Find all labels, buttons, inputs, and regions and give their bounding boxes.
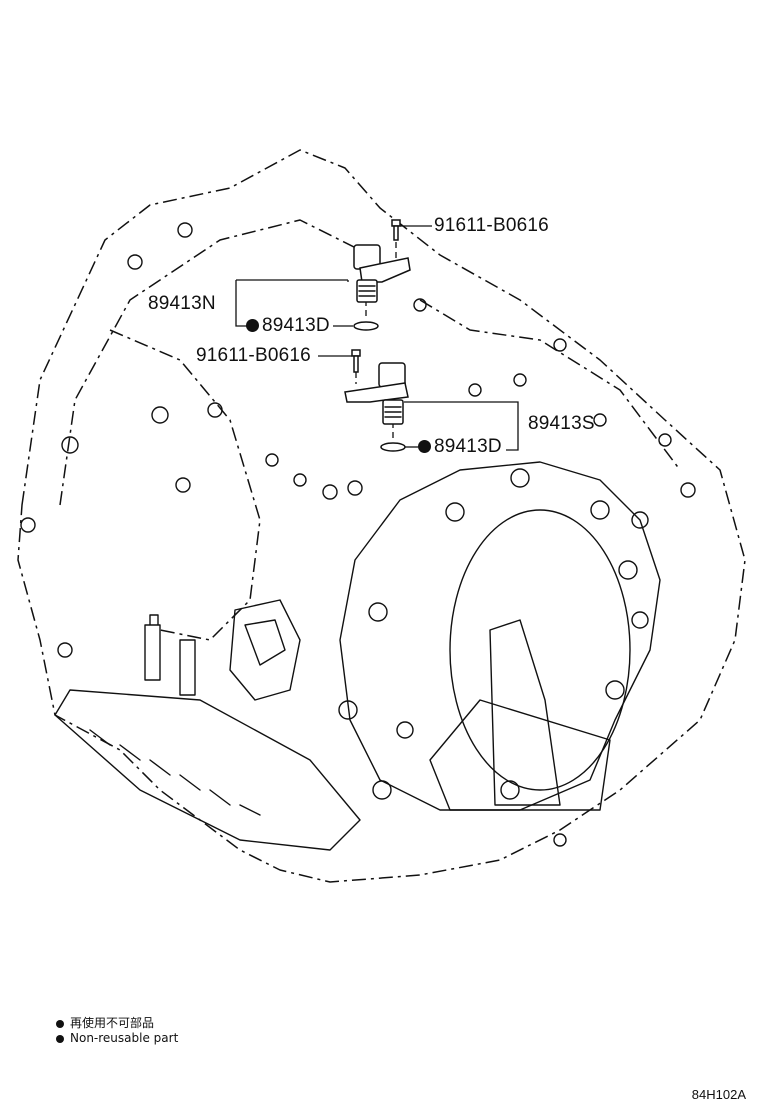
non-reusable-marker [246,319,259,332]
housing-rib-left [109,329,261,641]
legend-jp: 再使用不可部品 [56,1014,154,1031]
speed-sensor-upper [353,219,411,331]
solenoid-bracket [229,599,301,701]
callout-oring-lower-label: 89413D [434,436,502,457]
housing-inner-flange [59,219,361,506]
housing-rib-right [419,299,681,471]
converter-ring [449,509,631,791]
converter-spline [489,619,561,806]
ribbing [89,729,261,816]
callout-oring-lower: 89413D [418,436,502,458]
non-reusable-marker [418,440,431,453]
legend-en: Non-reusable part [56,1031,178,1045]
speed-sensor-lower [344,349,409,452]
fluid-pipe [144,614,161,681]
callout-sensor-lower: 89413S [528,413,595,434]
callout-oring-upper: 89413D [246,315,330,337]
legend-dot-icon [56,1019,64,1028]
housing-bolt-bosses [20,222,696,847]
callout-bolt-upper: 91611-B0616 [434,215,549,236]
transaxle-housing-outline [17,149,746,883]
bell-housing-outline [339,461,661,811]
oil-pan-outline [54,689,361,851]
legend-dot-icon [56,1034,64,1043]
legend-en-text: Non-reusable part [70,1031,179,1045]
shaft-outline [429,699,611,811]
leader-lines [235,225,519,451]
legend-jp-text: 再使用不可部品 [70,1016,155,1030]
pipe-fitting [179,639,196,696]
callout-bolt-lower: 91611-B0616 [196,345,311,366]
reference-code: 84H102A [691,1087,746,1102]
callout-oring-upper-label: 89413D [262,315,330,336]
callout-sensor-upper: 89413N [148,293,216,314]
